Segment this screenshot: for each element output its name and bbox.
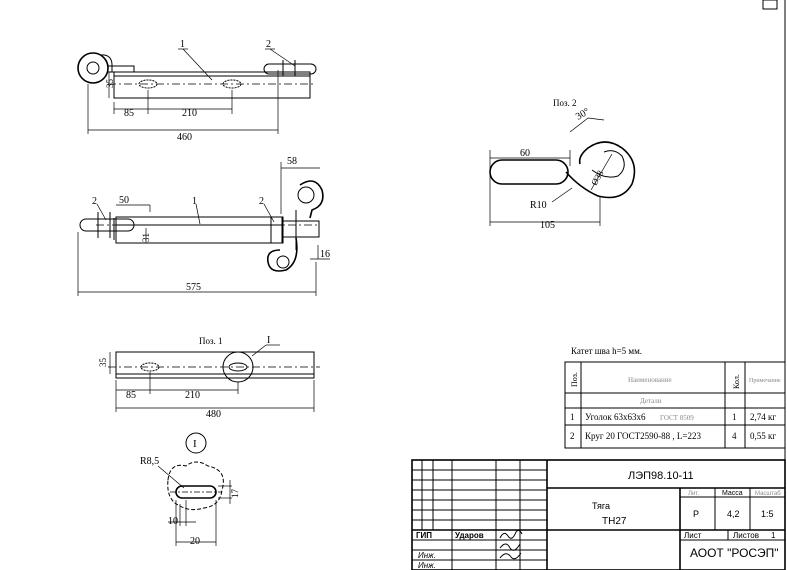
- spec-row-1-name-extra: ГОСТ 8509: [660, 414, 694, 422]
- title-block-role-3: Инж.: [418, 561, 436, 570]
- top-view-dim-overall: 460: [177, 132, 192, 143]
- pos2-title: Поз. 2: [553, 98, 577, 108]
- weld-note: Катет шва h=5 мм.: [571, 346, 642, 356]
- detail-dim-20: 20: [190, 536, 200, 547]
- title-block-sheets-label: Листов: [733, 531, 759, 540]
- side-view-dim-overall: 575: [186, 282, 201, 293]
- title-block-item-title: Тяга: [592, 501, 610, 511]
- pos2-dim-60: 60: [520, 148, 530, 159]
- top-view-dim-210: 210: [182, 108, 197, 119]
- title-block-role-2: Инж.: [418, 551, 436, 560]
- top-view-callout-1: 1: [180, 39, 185, 50]
- title-block-code: ЛЭП98.10-11: [628, 470, 694, 482]
- detail-dim-17: 17: [230, 489, 240, 499]
- spec-header-pos: Поз.: [570, 372, 579, 387]
- title-block-mass: 4,2: [727, 509, 740, 519]
- pos1-title: Поз. 1: [199, 336, 223, 346]
- side-view-dim-58: 58: [287, 156, 297, 167]
- pos2-dim-diameter: Ø38: [589, 168, 606, 187]
- title-block-stage-header: Лит.: [688, 491, 699, 497]
- frame-corner-mark: [762, 0, 778, 10]
- top-view-callout-2: 2: [266, 39, 271, 50]
- spec-row-1-qty: 1: [732, 412, 737, 422]
- title-block-name-1: Ударов: [455, 531, 484, 540]
- detail-callout: I: [193, 438, 197, 450]
- pos2-dim-radius: R10: [530, 200, 547, 211]
- pos1-dim-210: 210: [185, 390, 200, 401]
- title-block-sheet-label: Лист: [684, 531, 702, 540]
- spec-row-2-pos: 2: [570, 431, 575, 441]
- side-view: [77, 162, 330, 296]
- title-block-role-1: ГИП: [416, 531, 432, 540]
- spec-header-qty: Кол.: [732, 374, 741, 389]
- pos1-detail-callout: I: [267, 335, 270, 346]
- pos1-dim-85: 85: [126, 390, 136, 401]
- spec-row-2-qty: 4: [732, 431, 737, 441]
- side-view-callout-2b: 2: [259, 196, 264, 207]
- pos2-dim-105: 105: [540, 220, 555, 231]
- side-view-dim-50: 50: [119, 195, 129, 206]
- detail-dim-radius: R8,5: [140, 456, 159, 467]
- title-block-sheets-value: 1: [771, 531, 776, 540]
- signature-marks: [499, 529, 523, 560]
- spec-row-1-pos: 1: [570, 412, 575, 422]
- spec-row-1-name: Уголок 63х63х6: [585, 412, 646, 422]
- spec-group-label: Детали: [640, 397, 662, 405]
- side-view-callout-2a: 2: [92, 196, 97, 207]
- title-block-scale-header: Масштаб: [755, 491, 781, 497]
- spec-header-note: Примечание: [749, 378, 781, 384]
- top-view: [77, 48, 317, 134]
- side-view-dim-31: 31: [141, 233, 151, 242]
- pos1-view: [108, 344, 320, 412]
- spec-header-name: Наименование: [628, 376, 672, 384]
- pos2-dim-angle: 30°: [574, 106, 592, 123]
- spec-row-2-name: Круг 20 ГОСТ2590-88 , L=223: [585, 431, 701, 441]
- top-view-dim-85: 85: [124, 108, 134, 119]
- side-view-dim-16: 16: [320, 249, 330, 260]
- title-block-stage: Р: [693, 509, 699, 519]
- pos1-dim-height: 35: [98, 358, 108, 368]
- title-block: [411, 459, 786, 570]
- pos1-dim-overall: 480: [206, 409, 221, 420]
- spec-row-2-mass: 0,55 кг: [750, 431, 776, 441]
- pos2-view: [489, 117, 636, 226]
- detail-view: [157, 432, 232, 546]
- top-view-dim-height: 35: [105, 79, 115, 89]
- detail-dim-10: 10: [168, 516, 178, 527]
- title-block-item-code: ТН27: [602, 516, 627, 527]
- side-view-callout-1: 1: [192, 196, 197, 207]
- spec-table: [564, 361, 786, 449]
- title-block-mass-header: Масса: [722, 490, 743, 497]
- title-block-scale: 1:5: [761, 509, 774, 519]
- spec-row-1-mass: 2,74 кг: [750, 412, 776, 422]
- title-block-company: АООТ "РОСЭП": [690, 546, 778, 560]
